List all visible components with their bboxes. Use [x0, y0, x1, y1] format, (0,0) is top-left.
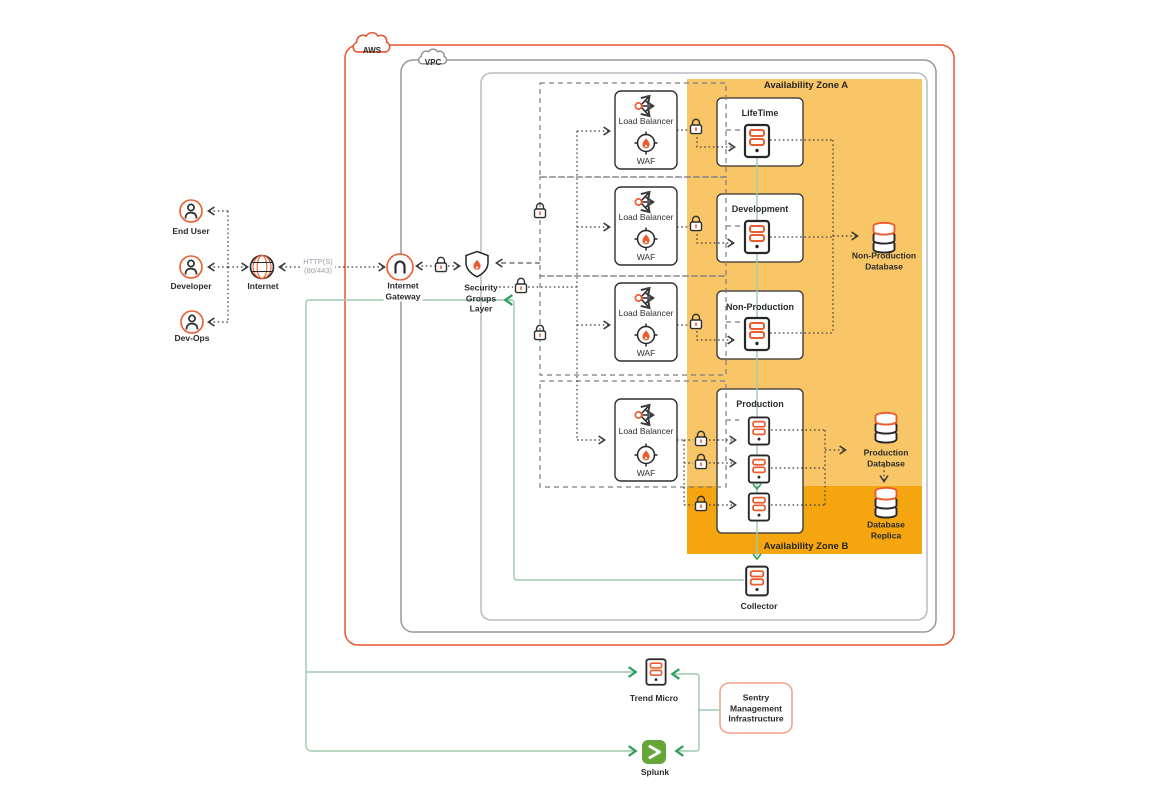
end-user-icon: [179, 199, 203, 223]
security-group-dashed-rects: [539, 82, 741, 488]
vpc-cloud-icon: [417, 48, 448, 65]
non-production-database-icon: [872, 221, 896, 254]
production-database-icon: [874, 411, 898, 444]
lock-icon: [533, 324, 547, 341]
lock-icon: [514, 277, 528, 294]
security-groups-shield-icon: [466, 252, 488, 277]
production-server-icon: [747, 416, 771, 446]
vpc-boundary: [400, 59, 937, 633]
development-server-icon: [743, 219, 771, 255]
non-production-server-icon: [743, 316, 771, 352]
dotted-connectors: [206, 126, 889, 510]
lock-icon: [434, 256, 448, 273]
internet-globe-icon: [249, 254, 275, 280]
dev-ops-icon: [180, 310, 204, 334]
aws-cloud-icon: [352, 31, 391, 53]
icons: [179, 97, 898, 764]
internet-gateway-icon: [385, 252, 415, 282]
lifetime-server-icon: [743, 123, 771, 159]
sentry-box: [719, 682, 793, 734]
database-replica-icon: [874, 486, 898, 519]
green-connectors: [305, 158, 762, 757]
collector-server-icon: [745, 565, 769, 597]
load-balancer-boxes: [614, 90, 678, 482]
developer-icon: [179, 255, 203, 279]
production-server-icon: [747, 454, 771, 484]
subnet-boundary: [480, 72, 928, 621]
splunk-icon: [642, 740, 666, 764]
trend-micro-server-icon: [645, 658, 667, 686]
production-server-icon: [747, 492, 771, 522]
aws-boundary: [344, 44, 955, 646]
